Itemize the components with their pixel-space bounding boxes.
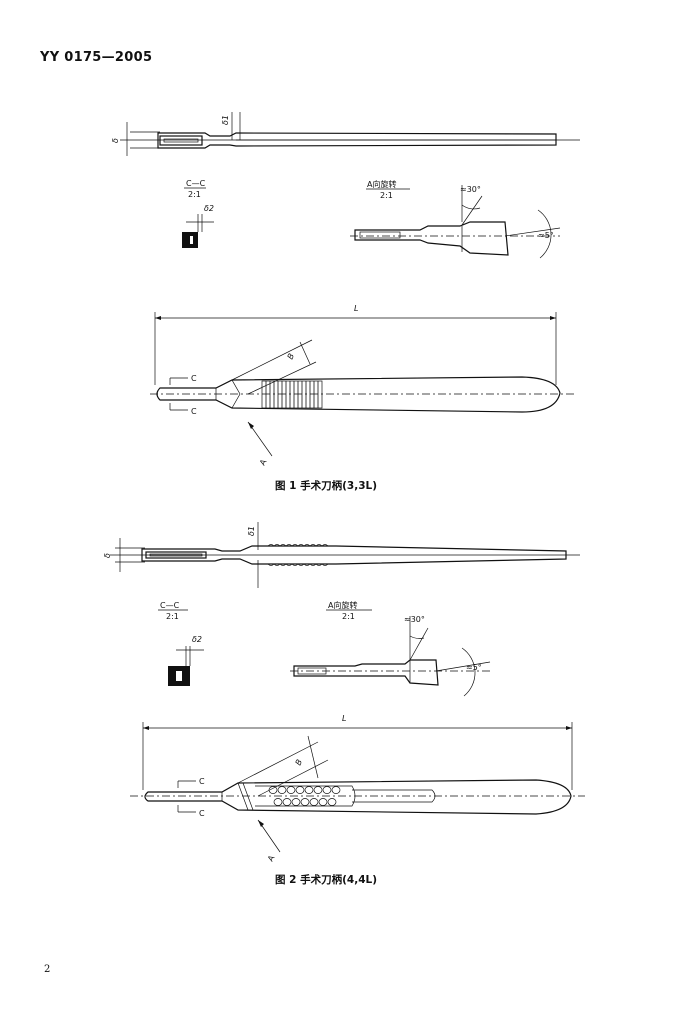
fig1-dim-width: B [286,352,296,361]
fig1-view-label: A向旋转 [367,179,396,189]
fig1-grip-ribs [265,381,319,408]
fig1-section-label: C—C [186,179,206,188]
fig2-view-label: A向旋转 [328,600,357,610]
fig1-view-scale: 2:1 [380,191,393,200]
fig2-side-dim-thickness-tip: δ1 [247,526,256,536]
page-number: 2 [44,964,51,975]
fig2-view-scale: 2:1 [342,612,355,621]
figure2-drawing: δ δ1 C—C 2:1 δ2 A向旋转 2:1 [103,522,585,863]
figure2-caption: 图 2 手术刀柄(4,4L) [275,874,378,886]
fig1-view-mark: A [258,457,269,467]
fig2-section-scale: 2:1 [166,612,179,621]
fig2-dim-width: B [294,758,304,767]
fig2-angle-tip: ≈30° [404,615,425,624]
figure1-side-view: δ δ1 [111,112,580,156]
figure2-side-view: δ δ1 [103,522,580,588]
fig1-angle-side: ≈5° [538,231,554,240]
figure1-drawing: δ δ1 C—C 2:1 δ2 A向旋转 2:1 [111,112,580,467]
fig1-angle-tip: ≈30° [460,185,481,194]
fig2-dim-length: L [342,714,346,723]
fig2-view-mark: A [266,853,277,863]
fig2-side-dim-thickness: δ [103,553,112,558]
fig1-side-dim-thickness-tip: δ1 [221,115,230,125]
document-header: YY 0175—2005 [40,50,153,65]
figure2-section-cc: C—C 2:1 δ2 [158,601,204,686]
fig1-section-mark-top: C [191,374,197,383]
fig1-section-scale: 2:1 [188,190,201,199]
figure2-view-a: A向旋转 2:1 ≈30° ≈5° [290,600,491,697]
fig2-section-mark-bottom: C [199,809,205,818]
fig2-section-label: C—C [160,601,180,610]
fig2-angle-side: ≈5° [466,663,482,672]
figure1-section-cc: C—C 2:1 δ2 [182,179,214,248]
fig1-side-dim-thickness: δ [111,138,120,143]
fig1-dim-length: L [354,304,358,313]
fig2-section-dim: δ2 [192,635,202,644]
figure1-caption: 图 1 手术刀柄(3,3L) [275,480,378,492]
fig2-section-mark-top: C [199,777,205,786]
fig2-grip-holes [268,786,341,806]
figure2-plan-view: L [130,714,585,863]
fig1-section-mark-bottom: C [191,407,197,416]
figure1-plan-view: L [150,304,575,467]
fig1-section-dim: δ2 [204,204,214,213]
figure1-view-a: A向旋转 2:1 ≈30° ≈5° [350,179,561,259]
